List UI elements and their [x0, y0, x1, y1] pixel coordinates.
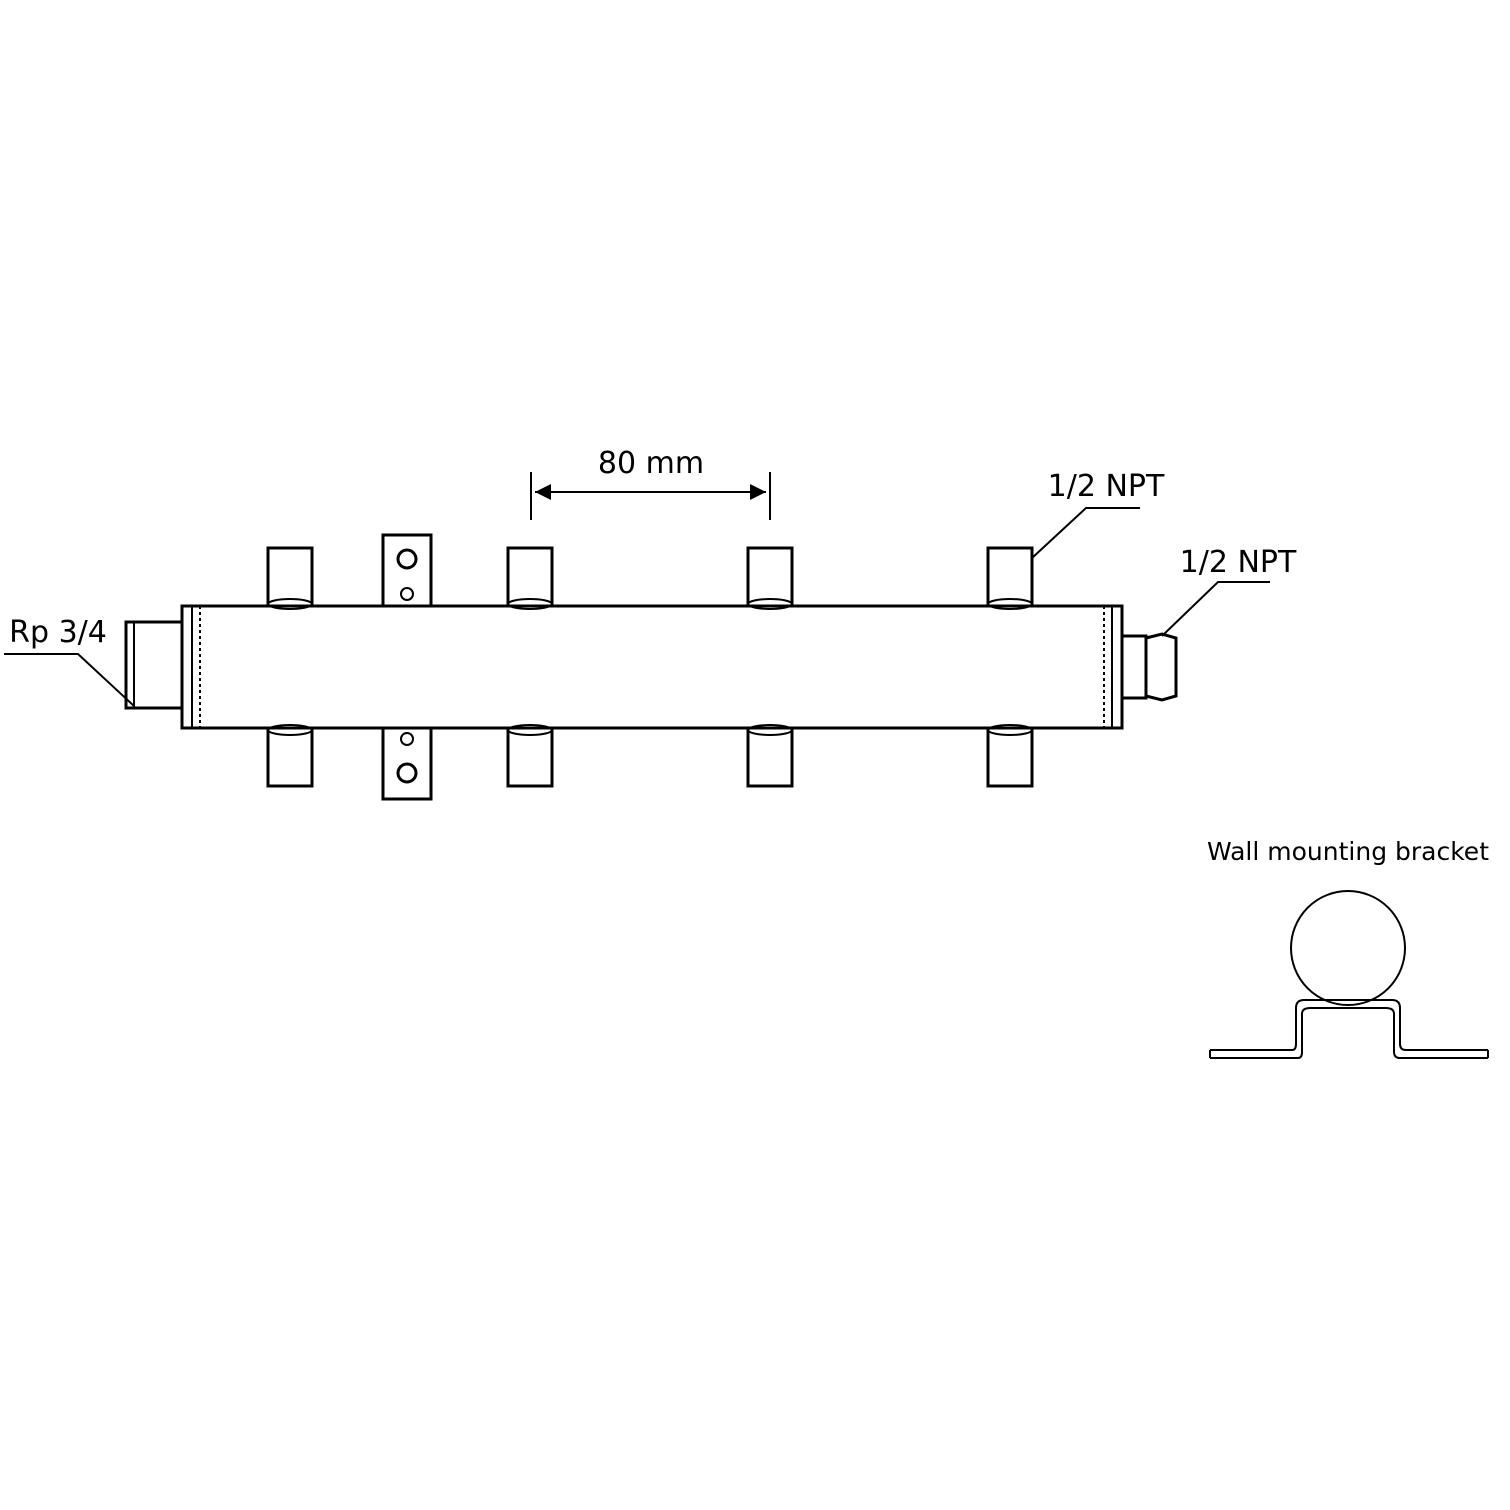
manifold-body — [180, 604, 1124, 730]
bottom-outlet-2 — [506, 724, 554, 788]
outlet-thread-top-label: 1/2 NPT — [1048, 469, 1165, 504]
dimension-spacing: 80 mm — [530, 446, 771, 520]
outlet-thread-right-label: 1/2 NPT — [1180, 545, 1297, 580]
top-outlet-3 — [746, 546, 794, 610]
inlet-left — [124, 620, 184, 710]
leader-right: 1/2 NPT — [1161, 545, 1297, 637]
bracket-tab-bottom — [381, 726, 433, 801]
leader-left: Rp 3/4 — [4, 615, 135, 707]
bracket-caption: Wall mounting bracket — [1207, 837, 1489, 866]
bottom-outlet-1 — [266, 724, 314, 788]
bracket-tab-top — [381, 533, 433, 608]
outlet-right — [1120, 632, 1178, 702]
bottom-outlet-4 — [986, 724, 1034, 788]
bottom-outlet-3 — [746, 724, 794, 788]
top-outlet-1 — [266, 546, 314, 610]
top-outlet-2 — [506, 546, 554, 610]
leader-top-right: 1/2 NPT — [1031, 469, 1165, 559]
inlet-thread-label: Rp 3/4 — [9, 615, 107, 650]
top-outlet-4 — [986, 546, 1034, 610]
wall-bracket-detail: Wall mounting bracket — [1207, 837, 1489, 1059]
spacing-label: 80 mm — [598, 446, 704, 481]
